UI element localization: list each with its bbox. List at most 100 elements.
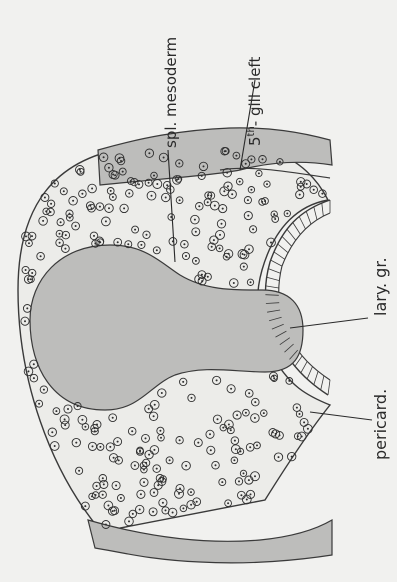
cell-nucleus (233, 459, 235, 461)
cell-nucleus (148, 408, 150, 410)
cell-nucleus (114, 174, 116, 176)
cell-nucleus (201, 175, 203, 177)
cell-nucleus (246, 499, 248, 501)
cell-nucleus (84, 505, 86, 507)
cell-nucleus (72, 200, 74, 202)
cell-nucleus (207, 276, 209, 278)
cell-nucleus (196, 501, 198, 503)
cell-nucleus (275, 433, 277, 435)
cell-nucleus (69, 217, 71, 219)
cell-nucleus (139, 509, 141, 511)
cell-nucleus (291, 456, 293, 458)
cell-nucleus (33, 377, 35, 379)
cell-nucleus (169, 459, 171, 461)
cell-nucleus (122, 171, 124, 173)
cell-nucleus (64, 418, 66, 420)
cell-nucleus (224, 150, 226, 152)
cell-nucleus (230, 429, 232, 431)
cell-nucleus (28, 370, 30, 372)
cell-nucleus (248, 392, 250, 394)
cell-nucleus (239, 181, 241, 183)
cell-nucleus (198, 278, 200, 280)
cell-nucleus (107, 505, 109, 507)
cell-nucleus (254, 417, 256, 419)
cell-nucleus (154, 404, 156, 406)
cell-nucleus (115, 485, 117, 487)
cell-nucleus (128, 520, 130, 522)
cell-nucleus (250, 158, 252, 160)
cell-nucleus (143, 481, 145, 483)
cell-nucleus (148, 182, 150, 184)
cell-nucleus (75, 225, 77, 227)
cell-nucleus (227, 185, 229, 187)
cell-nucleus (165, 197, 167, 199)
label-gill-cleft-rest: - gill cleft (246, 57, 264, 127)
cell-nucleus (31, 272, 33, 274)
cell-nucleus (300, 181, 302, 183)
cell-nucleus (59, 233, 61, 235)
cell-nucleus (195, 231, 197, 233)
cell-nucleus (249, 446, 251, 448)
cell-nucleus (162, 478, 164, 480)
cell-nucleus (80, 171, 82, 173)
cell-nucleus (60, 221, 62, 223)
cell-nucleus (191, 397, 193, 399)
cell-nucleus (105, 524, 107, 526)
cell-nucleus (270, 242, 272, 244)
cell-nucleus (40, 255, 42, 257)
cell-nucleus (185, 465, 187, 467)
cell-nucleus (55, 410, 57, 412)
cell-nucleus (235, 448, 237, 450)
cell-nucleus (240, 450, 242, 452)
cell-nucleus (59, 242, 61, 244)
cell-nucleus (113, 457, 115, 459)
cell-nucleus (219, 234, 221, 236)
cell-nucleus (288, 380, 290, 382)
cell-nucleus (96, 424, 98, 426)
cell-nucleus (131, 430, 133, 432)
label-gill-cleft-sup: th (246, 126, 257, 136)
cell-nucleus (140, 493, 142, 495)
cell-nucleus (210, 195, 212, 197)
label-gill-cleft-ordinal: 5 (246, 136, 264, 146)
cell-nucleus (299, 194, 301, 196)
cell-nucleus (156, 183, 158, 185)
cell-nucleus (89, 205, 91, 207)
cell-nucleus (42, 220, 44, 222)
cell-nucleus (226, 172, 228, 174)
cell-nucleus (93, 235, 95, 237)
cell-nucleus (112, 196, 114, 198)
cell-nucleus (222, 427, 224, 429)
cell-nucleus (250, 189, 252, 191)
cell-nucleus (299, 413, 301, 415)
cell-nucleus (211, 246, 213, 248)
cell-nucleus (178, 178, 180, 180)
cell-nucleus (153, 175, 155, 177)
cell-nucleus (273, 377, 275, 379)
cell-nucleus (153, 492, 155, 494)
cell-nucleus (114, 510, 116, 512)
cell-nucleus (25, 235, 27, 237)
cell-nucleus (50, 203, 52, 205)
cell-nucleus (278, 456, 280, 458)
cell-nucleus (262, 158, 264, 160)
cell-nucleus (157, 484, 159, 486)
cell-nucleus (146, 234, 148, 236)
cell-nucleus (112, 417, 114, 419)
cell-nucleus (33, 363, 35, 365)
cell-nucleus (254, 401, 256, 403)
cell-nucleus (240, 494, 242, 496)
cell-nucleus (221, 481, 223, 483)
cell-nucleus (26, 307, 28, 309)
cell-nucleus (243, 472, 245, 474)
cell-nucleus (91, 495, 93, 497)
cell-nucleus (194, 219, 196, 221)
cell-nucleus (213, 239, 215, 241)
cell-nucleus (238, 480, 240, 482)
cell-nucleus (210, 449, 212, 451)
cell-nucleus (44, 197, 46, 199)
cell-nucleus (138, 183, 140, 185)
cell-nucleus (244, 254, 246, 256)
cell-nucleus (231, 193, 233, 195)
cell-nucleus (123, 207, 125, 209)
